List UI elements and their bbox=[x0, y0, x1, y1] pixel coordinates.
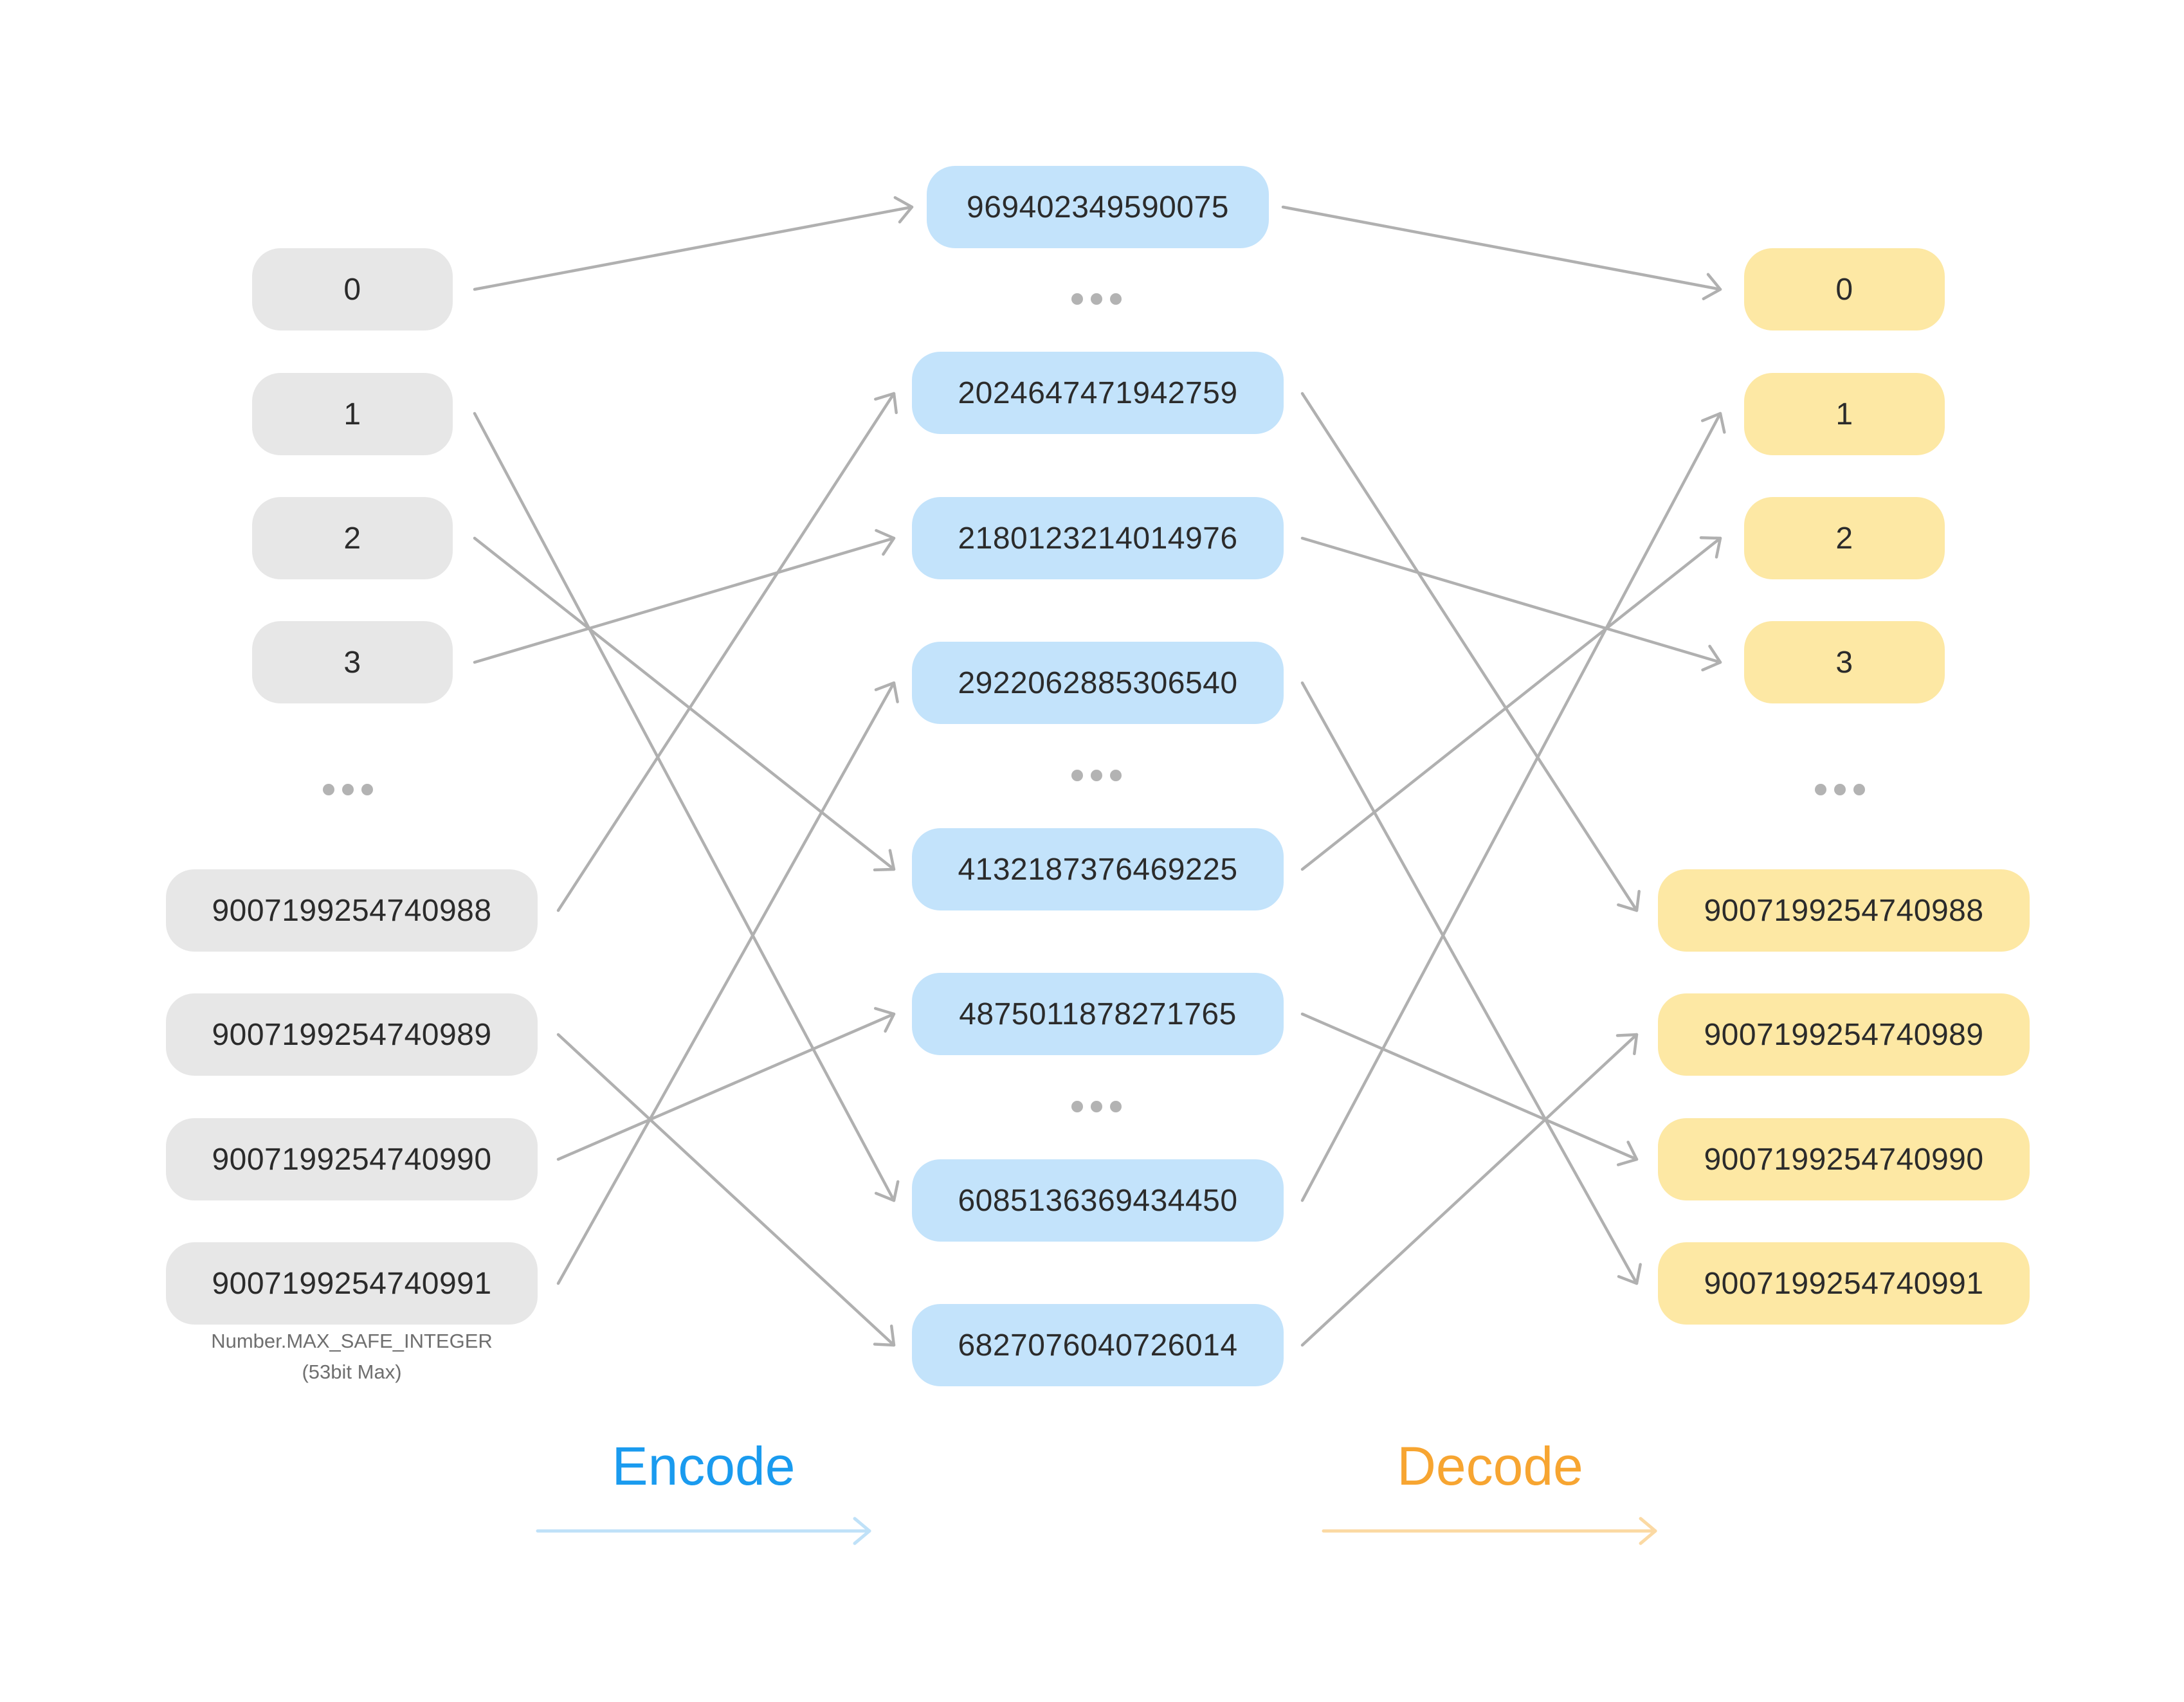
output-node: 9007199254740991 bbox=[1658, 1242, 2030, 1325]
input-node: 9007199254740990 bbox=[166, 1118, 538, 1200]
ellipsis bbox=[323, 783, 373, 796]
decode-direction-arrow bbox=[1322, 1517, 1657, 1545]
input-node: 0 bbox=[252, 248, 453, 330]
decode-arrow bbox=[1281, 205, 1722, 300]
encode-arrow bbox=[556, 1007, 896, 1161]
encode-label: Encode bbox=[612, 1436, 796, 1496]
ellipsis bbox=[1071, 1100, 1122, 1113]
encoded-node: 2922062885306540 bbox=[912, 642, 1284, 724]
encode-arrow bbox=[473, 196, 914, 291]
ellipsis bbox=[1071, 769, 1122, 782]
decode-arrow bbox=[1300, 681, 1642, 1285]
decode-label: Decode bbox=[1397, 1436, 1583, 1496]
encoded-node: 4875011878271765 bbox=[912, 973, 1284, 1055]
encoded-node: 2180123214014976 bbox=[912, 497, 1284, 579]
encoded-node: 2024647471942759 bbox=[912, 352, 1284, 434]
decode-arrow bbox=[1300, 1033, 1639, 1347]
ellipsis bbox=[1815, 783, 1865, 796]
ellipsis bbox=[1071, 293, 1122, 305]
output-node: 9007199254740990 bbox=[1658, 1118, 2030, 1200]
encoded-node: 969402349590075 bbox=[927, 166, 1269, 248]
input-node: 9007199254740989 bbox=[166, 993, 538, 1076]
input-node: 9007199254740991 bbox=[166, 1242, 538, 1325]
max-safe-integer-label: Number.MAX_SAFE_INTEGER bbox=[211, 1330, 493, 1352]
encode-direction-arrow bbox=[536, 1517, 871, 1545]
encode-arrow bbox=[473, 412, 900, 1202]
encode-arrow bbox=[556, 392, 898, 912]
decode-arrow bbox=[1300, 392, 1641, 912]
output-node: 0 bbox=[1744, 248, 1945, 330]
decode-arrow bbox=[1300, 412, 1726, 1202]
input-node: 1 bbox=[252, 373, 453, 455]
input-node: 9007199254740988 bbox=[166, 869, 538, 952]
output-node: 9007199254740988 bbox=[1658, 869, 2030, 952]
encoded-node: 4132187376469225 bbox=[912, 828, 1284, 910]
decode-arrow bbox=[1300, 1012, 1639, 1166]
encode-arrow bbox=[473, 529, 896, 664]
input-node: 2 bbox=[252, 497, 453, 579]
encode-arrow bbox=[473, 536, 896, 872]
output-node: 1 bbox=[1744, 373, 1945, 455]
encode-arrow bbox=[556, 1033, 896, 1347]
decode-arrow bbox=[1300, 536, 1722, 871]
output-node: 3 bbox=[1744, 621, 1945, 703]
max-safe-integer-note: Number.MAX_SAFE_INTEGER (53bit Max) bbox=[159, 1326, 545, 1388]
output-node: 9007199254740989 bbox=[1658, 993, 2030, 1076]
decode-arrow bbox=[1300, 536, 1722, 672]
encoded-node: 6085136369434450 bbox=[912, 1159, 1284, 1242]
encode-arrow bbox=[556, 681, 899, 1285]
encoded-node: 6827076040726014 bbox=[912, 1304, 1284, 1386]
bit-limit-label: (53bit Max) bbox=[302, 1361, 402, 1383]
input-node: 3 bbox=[252, 621, 453, 703]
output-node: 2 bbox=[1744, 497, 1945, 579]
